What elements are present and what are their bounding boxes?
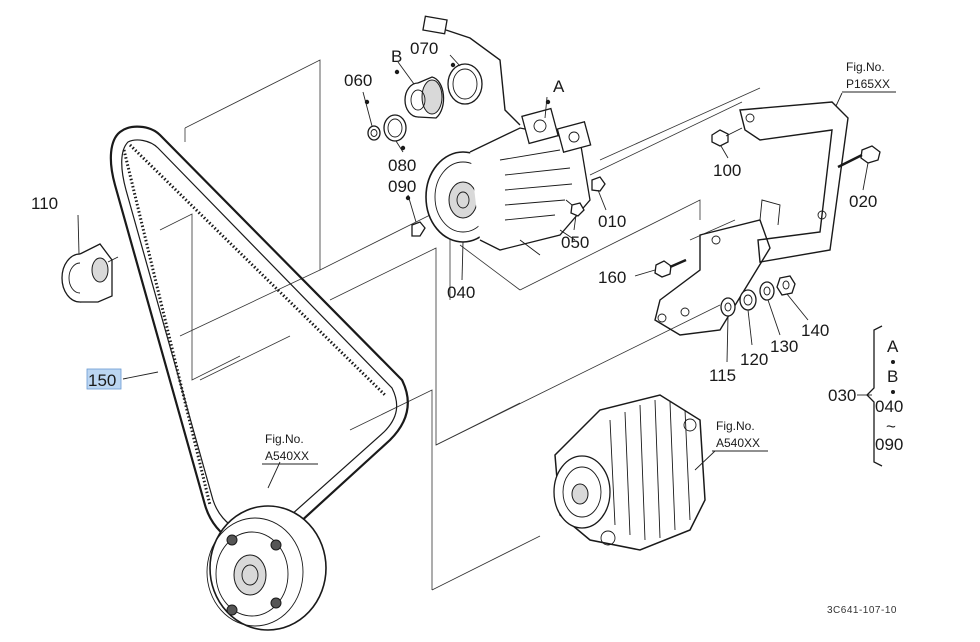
label-080[interactable]: 080 (388, 156, 416, 175)
label-050[interactable]: 050 (561, 233, 589, 252)
marker-070-dot (450, 62, 456, 68)
nut-part-010[interactable] (591, 176, 606, 192)
fig-ref-alternator-number[interactable]: A540XX (716, 436, 760, 450)
fig-ref-pulley-label: Fig.No. (265, 432, 304, 446)
bolt-part-160[interactable] (654, 258, 687, 278)
label-160[interactable]: 160 (598, 268, 626, 287)
compressor-bracket (654, 101, 849, 336)
label-115[interactable]: 115 (709, 366, 736, 385)
fig-ref-alternator-label: Fig.No. (716, 419, 755, 433)
snap-ring-part-080[interactable] (383, 114, 407, 142)
part-labels: 110 150 060 070 B A 080 090 040 050 010 … (31, 39, 877, 405)
marker-b-dot (394, 69, 400, 75)
nut-part-060[interactable] (367, 125, 381, 141)
fig-ref-alternator[interactable]: Fig.No. A540XX (712, 419, 768, 452)
set-item-b: B (887, 367, 898, 386)
set-030-brace (866, 325, 883, 467)
leader-lines (77, 54, 872, 489)
label-130[interactable]: 130 (770, 337, 798, 356)
washer-part-115[interactable] (720, 297, 736, 317)
nut-part-140[interactable] (776, 275, 796, 296)
label-060[interactable]: 060 (344, 71, 372, 90)
label-030[interactable]: 030 (828, 386, 856, 405)
fig-ref-bracket[interactable]: Fig.No. P165XX (842, 60, 896, 93)
marker-a-dot (545, 99, 551, 105)
marker-b[interactable]: B (391, 47, 402, 66)
marker-080-dot (400, 145, 406, 151)
crank-pulley (206, 505, 327, 631)
idler-pulley-part-110[interactable] (61, 243, 119, 303)
v-belt-part-150[interactable] (109, 125, 409, 550)
label-150[interactable]: 150 (88, 371, 116, 390)
set-dot-2 (891, 390, 895, 394)
label-110[interactable]: 110 (31, 194, 58, 213)
set-item-090: 090 (875, 435, 903, 454)
label-120[interactable]: 120 (740, 350, 768, 369)
label-090[interactable]: 090 (388, 177, 416, 196)
bolt-part-020[interactable] (837, 145, 881, 169)
label-070[interactable]: 070 (410, 39, 438, 58)
bolt-part-090[interactable] (411, 221, 426, 237)
set-tilde: ~ (886, 417, 896, 436)
marker-090-dot (405, 195, 411, 201)
drawing-code: 3C641-107-10 (827, 605, 897, 616)
compressor-part-040[interactable] (425, 96, 592, 256)
snap-ring-part-070[interactable] (447, 63, 483, 105)
compressor-wire-connector (422, 15, 521, 126)
bolt-part-100[interactable] (711, 127, 743, 147)
bolt-part-050[interactable] (565, 199, 585, 217)
washer-part-120[interactable] (739, 289, 757, 311)
marker-060-dot (364, 99, 370, 105)
bearing-b[interactable] (404, 76, 445, 119)
assembly-guide-lines (159, 59, 761, 591)
fig-ref-pulley-number[interactable]: A540XX (265, 449, 309, 463)
fig-ref-pulley[interactable]: Fig.No. A540XX (262, 432, 318, 465)
alternator (553, 394, 706, 551)
marker-a[interactable]: A (553, 77, 565, 96)
set-dot-1 (891, 360, 895, 364)
spring-washer-part-130[interactable] (759, 281, 775, 301)
fig-ref-bracket-label: Fig.No. (846, 60, 885, 74)
set-item-040: 040 (875, 397, 903, 416)
label-100[interactable]: 100 (713, 161, 741, 180)
set-item-a: A (887, 337, 899, 356)
set-030-contents: A B 040 ~ 090 (875, 337, 903, 454)
label-010[interactable]: 010 (598, 212, 626, 231)
label-020[interactable]: 020 (849, 192, 877, 211)
label-150-highlight (86, 368, 122, 390)
fig-ref-bracket-number[interactable]: P165XX (846, 77, 890, 91)
label-140[interactable]: 140 (801, 321, 829, 340)
label-040[interactable]: 040 (447, 283, 475, 302)
